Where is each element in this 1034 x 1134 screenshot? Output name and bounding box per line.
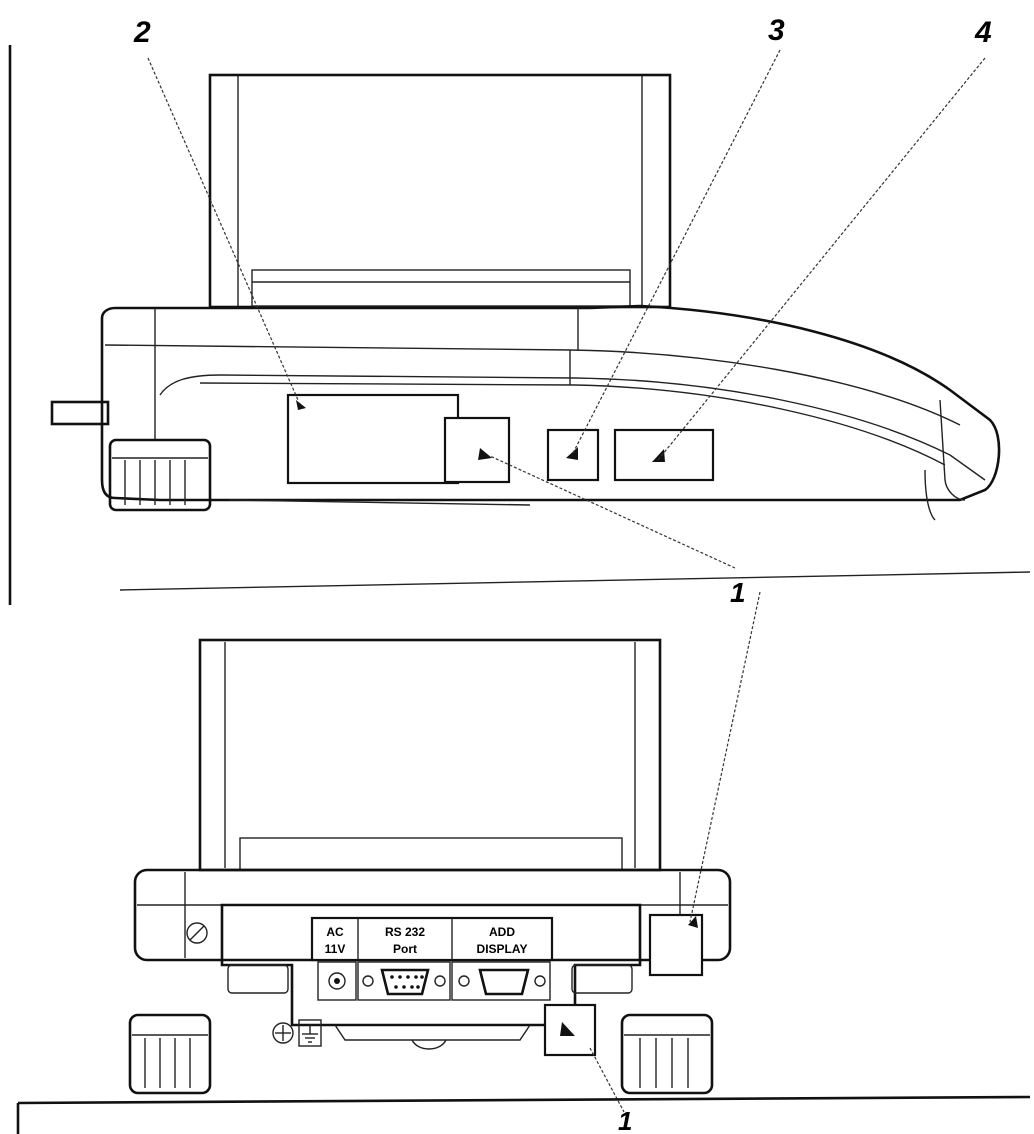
callout-3: 3 (768, 14, 785, 47)
side-view (50, 49, 1031, 591)
ac-power-socket (317, 961, 357, 1001)
ac-label-line2: 11V (325, 942, 346, 956)
back-view (16, 591, 1031, 1134)
add-display-port (451, 961, 551, 1001)
rs232-port (357, 961, 451, 1001)
label-1-side (443, 416, 511, 484)
leader-2 (147, 57, 299, 401)
levelling-foot (108, 438, 212, 512)
weighing-pan-back (239, 837, 623, 871)
callout-1-bottom: 1 (618, 1106, 632, 1134)
rs232-label-line1: RS 232 (385, 925, 425, 939)
callout-1-top: 1 (730, 577, 746, 608)
leader-4 (657, 57, 986, 461)
rs232-label-line2: Port (393, 942, 417, 956)
add-display-label-line1: ADD (489, 925, 515, 939)
rating-plate (286, 393, 460, 485)
left-foot (128, 1013, 212, 1095)
scale-body (100, 304, 1001, 502)
draft-shield-back (198, 638, 662, 872)
label-1-back-bottom (543, 1003, 597, 1057)
leader-3 (571, 49, 781, 456)
earth-terminal-icon (272, 1022, 294, 1044)
label-4 (613, 428, 715, 482)
bottom-separator (17, 1095, 1031, 1105)
connector-label-strip (310, 916, 554, 962)
leader-1-back-right (689, 591, 761, 923)
callout-4: 4 (974, 16, 992, 49)
right-foot (620, 1013, 714, 1095)
screw-icon (186, 922, 208, 944)
ac-label-line1: AC (326, 925, 344, 939)
add-display-label-line2: DISPLAY (477, 942, 528, 956)
ground-icon (298, 1019, 322, 1047)
leader-1-back-bottom (589, 1047, 625, 1113)
weighing-pan (251, 269, 631, 307)
view-separator (119, 571, 1031, 591)
callout-2: 2 (133, 16, 151, 49)
front-lever (50, 400, 110, 426)
draft-shield (208, 73, 672, 309)
